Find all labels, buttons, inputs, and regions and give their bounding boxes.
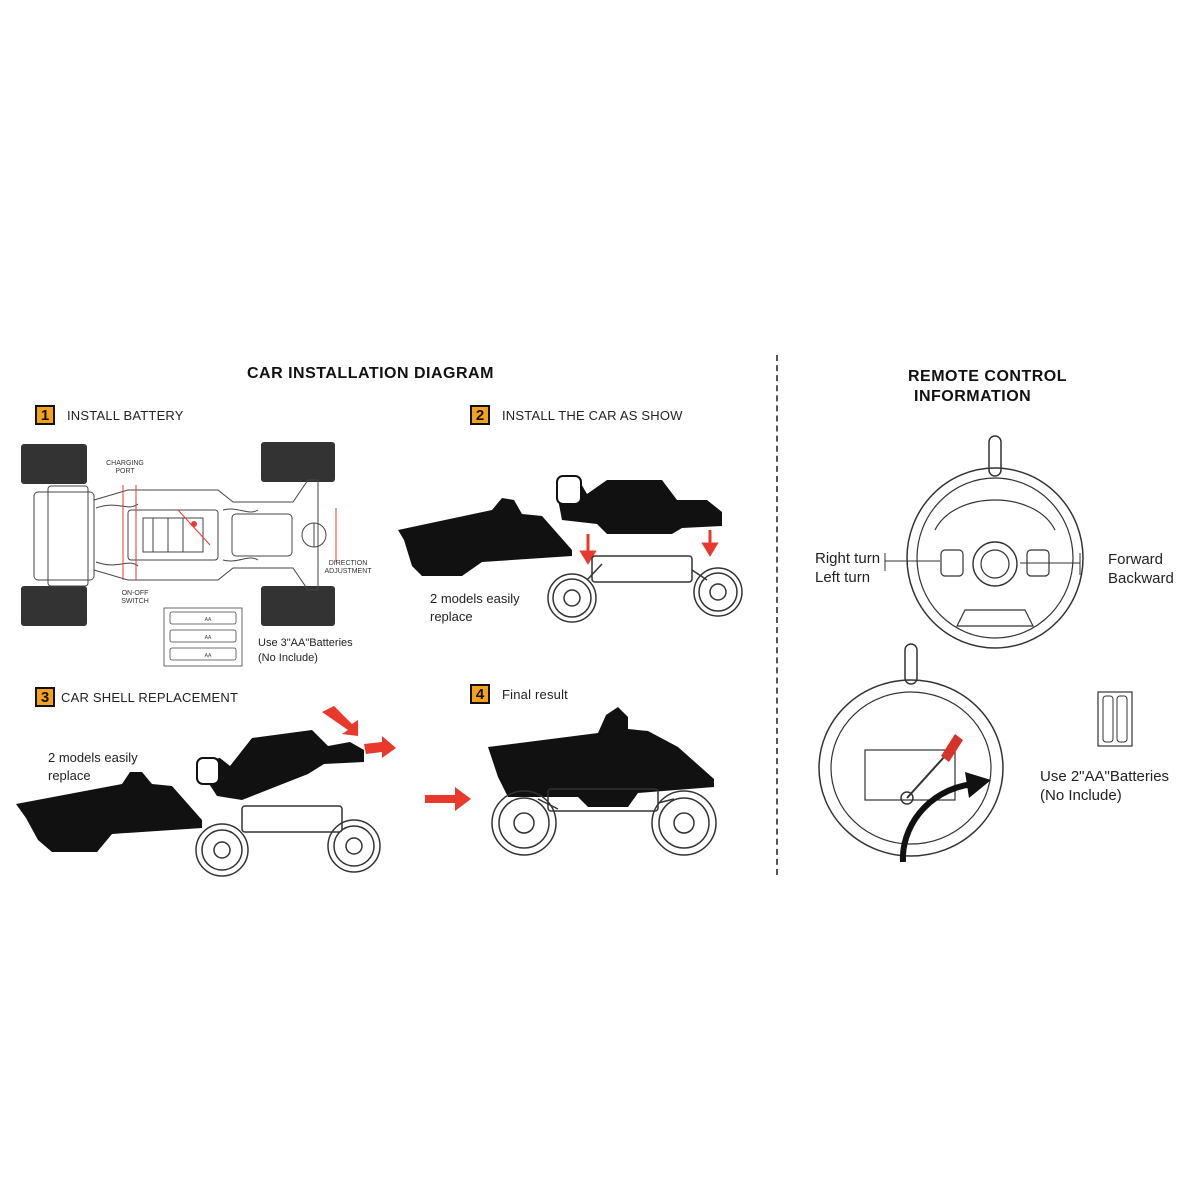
sports-shell (398, 498, 572, 576)
step2-models-line1: 2 models easily (430, 591, 520, 606)
remote-heading-line1: REMOTE CONTROL (908, 368, 1067, 385)
turn-labels: Right turn Left turn (815, 549, 880, 587)
battery-label-2: AA (205, 635, 212, 641)
left-turn-label: Left turn (815, 569, 871, 586)
charging-port-label: CHARGING PORT (100, 460, 150, 476)
step-1-label: INSTALL BATTERY (67, 407, 184, 423)
step-3-label: CAR SHELL REPLACEMENT (61, 689, 239, 705)
step2-models-line2: replace (430, 609, 473, 624)
step-2-label: INSTALL THE CAR AS SHOW (502, 407, 683, 423)
onoff-line1: ON-OFF (121, 590, 149, 597)
step3-sports-shell (16, 772, 202, 852)
remote-control-back (818, 643, 1004, 863)
section-divider (776, 355, 778, 875)
step2-models-note: 2 models easily replace (430, 590, 520, 626)
charging-port-line2: PORT (115, 468, 135, 475)
step-4-badge: 4 (470, 684, 490, 704)
step3-illustration (16, 706, 396, 877)
step-2-header: 2 INSTALL THE CAR AS SHOW (470, 405, 683, 425)
screwdriver-icon (906, 734, 963, 799)
remote-battery-note-line2: (No Include) (1040, 787, 1122, 804)
step-3-header: 3 CAR SHELL REPLACEMENT (35, 687, 238, 707)
final-car (488, 707, 717, 856)
car-battery-note-line2: (No Include) (258, 652, 318, 664)
remote-callout-lines (884, 553, 1081, 575)
step-3-badge: 3 (35, 687, 55, 707)
direction-adjustment-label: DIRECTION ADJUSTMENT (318, 560, 378, 576)
remote-battery-icon (1097, 691, 1133, 747)
onoff-switch-label: ON-OFF SWITCH (110, 590, 160, 606)
step-4-label: Final result (502, 686, 568, 702)
remote-antenna (988, 435, 1002, 477)
direction-line2: ADJUSTMENT (324, 568, 372, 575)
remote-control-top (906, 435, 1084, 649)
step2-illustration (398, 475, 743, 623)
remote-heading-line2: INFORMATION (914, 388, 1032, 405)
remote-control-heading: REMOTE CONTROL INFORMATION (908, 367, 1067, 407)
step3-models-note: 2 models easily replace (48, 749, 138, 785)
right-turn-label: Right turn (815, 550, 881, 567)
charging-port-line1: CHARGING (106, 460, 144, 467)
battery-label-3: AA (205, 653, 212, 659)
remote-battery-note-line1: Use 2"AA"Batteries (1040, 768, 1170, 785)
step-1-badge: 1 (35, 405, 55, 425)
battery-label-1: AA (205, 617, 212, 623)
step-1-header: 1 INSTALL BATTERY (35, 405, 184, 425)
result-arrow (425, 787, 471, 811)
step3-buggy-shell (200, 730, 364, 800)
onoff-line2: SWITCH (121, 598, 149, 605)
drive-labels: Forward Backward (1108, 550, 1174, 588)
buggy-shell (557, 480, 722, 534)
car-installation-heading: CAR INSTALLATION DIAGRAM (247, 365, 494, 382)
step3-models-line2: replace (48, 768, 91, 783)
forward-label: Forward (1108, 551, 1164, 568)
step3-models-line1: 2 models easily (48, 750, 138, 765)
chassis-top-view: AA AA AA (21, 442, 337, 667)
car-battery-note: Use 3"AA"Batteries (No Include) (258, 636, 353, 666)
step-4-header: 4 Final result (470, 684, 568, 704)
car-battery-note-line1: Use 3"AA"Batteries (258, 637, 353, 649)
remote-battery-note: Use 2"AA"Batteries (No Include) (1040, 767, 1169, 805)
step-2-badge: 2 (470, 405, 490, 425)
direction-line1: DIRECTION (328, 560, 368, 567)
backward-label: Backward (1108, 570, 1174, 587)
rotate-arrow (899, 781, 974, 863)
